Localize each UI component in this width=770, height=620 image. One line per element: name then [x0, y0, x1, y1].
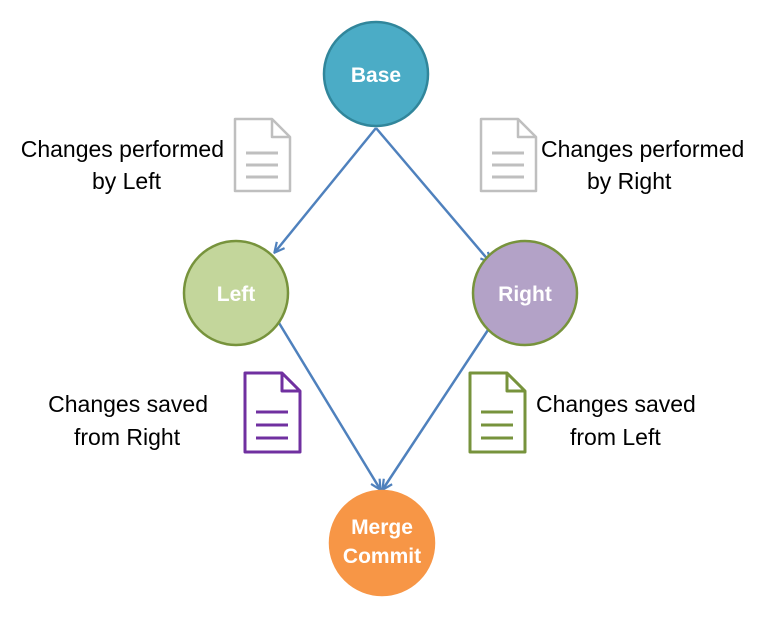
- base-circle: [322, 20, 430, 128]
- caption-right-changes-line2: by Right: [587, 168, 672, 194]
- edge-base-to-left: [275, 127, 377, 252]
- edges: [274, 127, 490, 489]
- caption-saved-from-left: Changes saved from Left: [536, 391, 696, 450]
- node-left: Left: [182, 239, 290, 347]
- merge-label-line1: Merge: [351, 516, 413, 539]
- caption-saved-from-right-line2: from Right: [74, 424, 181, 450]
- edge-base-to-right: [375, 127, 490, 262]
- left-circle: [182, 239, 290, 347]
- edge-left-to-merge: [274, 317, 380, 489]
- node-right: Right: [471, 239, 579, 347]
- right-label: Right: [498, 283, 552, 306]
- merge-circle: [328, 489, 436, 597]
- node-merge-commit: Merge Commit: [328, 489, 436, 597]
- caption-left-changes-line2: by Left: [92, 168, 162, 194]
- caption-saved-from-left-line1: Changes saved: [536, 391, 696, 417]
- caption-saved-from-right-line1: Changes saved: [48, 391, 208, 417]
- caption-right-changes-line1: Changes performed: [541, 136, 744, 162]
- left-label: Left: [217, 283, 256, 306]
- document-icon: [468, 371, 527, 454]
- caption-saved-from-right: Changes saved from Right: [48, 391, 208, 450]
- base-label: Base: [351, 64, 401, 87]
- document-icon: [233, 117, 292, 193]
- caption-saved-from-left-line2: from Left: [570, 424, 661, 450]
- merge-label-line2: Commit: [343, 545, 421, 568]
- caption-left-changes-line1: Changes performed: [21, 136, 224, 162]
- document-icon: [243, 371, 302, 454]
- edge-right-to-merge: [383, 329, 490, 489]
- caption-left-changes: Changes performed by Left: [21, 136, 224, 194]
- caption-right-changes: Changes performed by Right: [541, 136, 744, 194]
- node-base: Base: [322, 20, 430, 128]
- document-icon: [479, 117, 538, 193]
- right-circle: [471, 239, 579, 347]
